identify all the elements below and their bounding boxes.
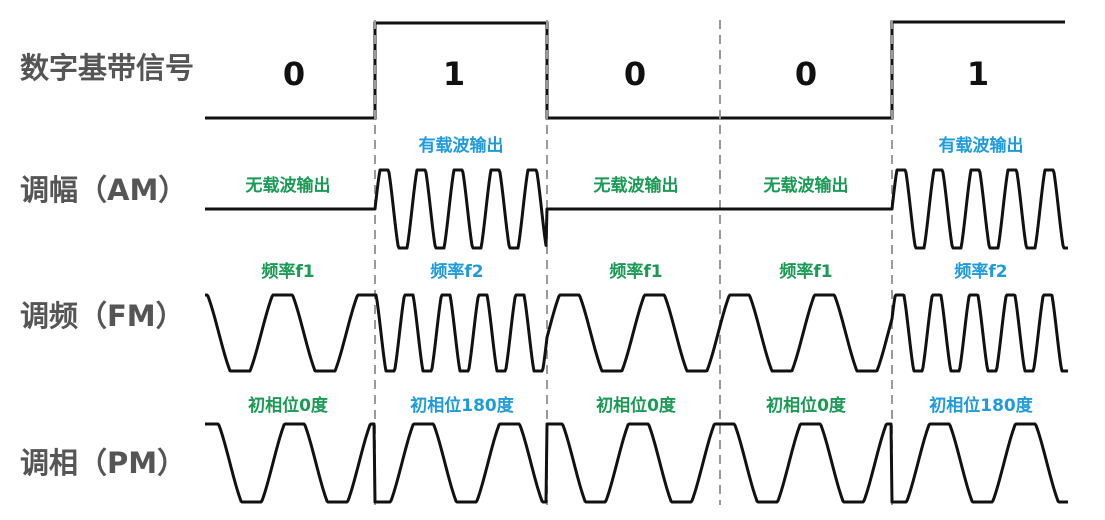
pm-waveform xyxy=(204,422,1069,504)
pm-note: 初相位0度 xyxy=(248,396,328,416)
fm-note: 频率f2 xyxy=(430,262,484,282)
am-note: 无载波输出 xyxy=(763,176,849,196)
am-note: 有载波输出 xyxy=(418,136,504,156)
label-digital-baseband: 数字基带信号 xyxy=(20,51,195,85)
bit-value: 0 xyxy=(794,55,818,93)
pm-note: 初相位0度 xyxy=(596,396,676,416)
fm-note: 频率f1 xyxy=(779,262,833,282)
label-fm: 调频（FM） xyxy=(20,299,185,333)
fm-waveform xyxy=(204,293,1069,373)
fm-note: 频率f1 xyxy=(609,262,663,282)
bit-value: 1 xyxy=(966,55,990,93)
pm-note: 初相位180度 xyxy=(410,396,514,416)
am-note: 有载波输出 xyxy=(938,136,1024,156)
bit-value: 0 xyxy=(623,55,647,93)
bit-value: 0 xyxy=(282,55,306,93)
am-note: 无载波输出 xyxy=(245,176,331,196)
label-am: 调幅（AM） xyxy=(20,173,188,207)
pm-note: 初相位0度 xyxy=(766,396,846,416)
am-waveform xyxy=(204,168,1069,250)
bit-value: 1 xyxy=(442,55,466,93)
fm-note: 频率f2 xyxy=(954,262,1008,282)
am-note: 无载波输出 xyxy=(593,176,679,196)
pm-note: 初相位180度 xyxy=(929,396,1033,416)
fm-note: 频率f1 xyxy=(261,262,315,282)
label-pm: 调相（PM） xyxy=(20,446,187,480)
